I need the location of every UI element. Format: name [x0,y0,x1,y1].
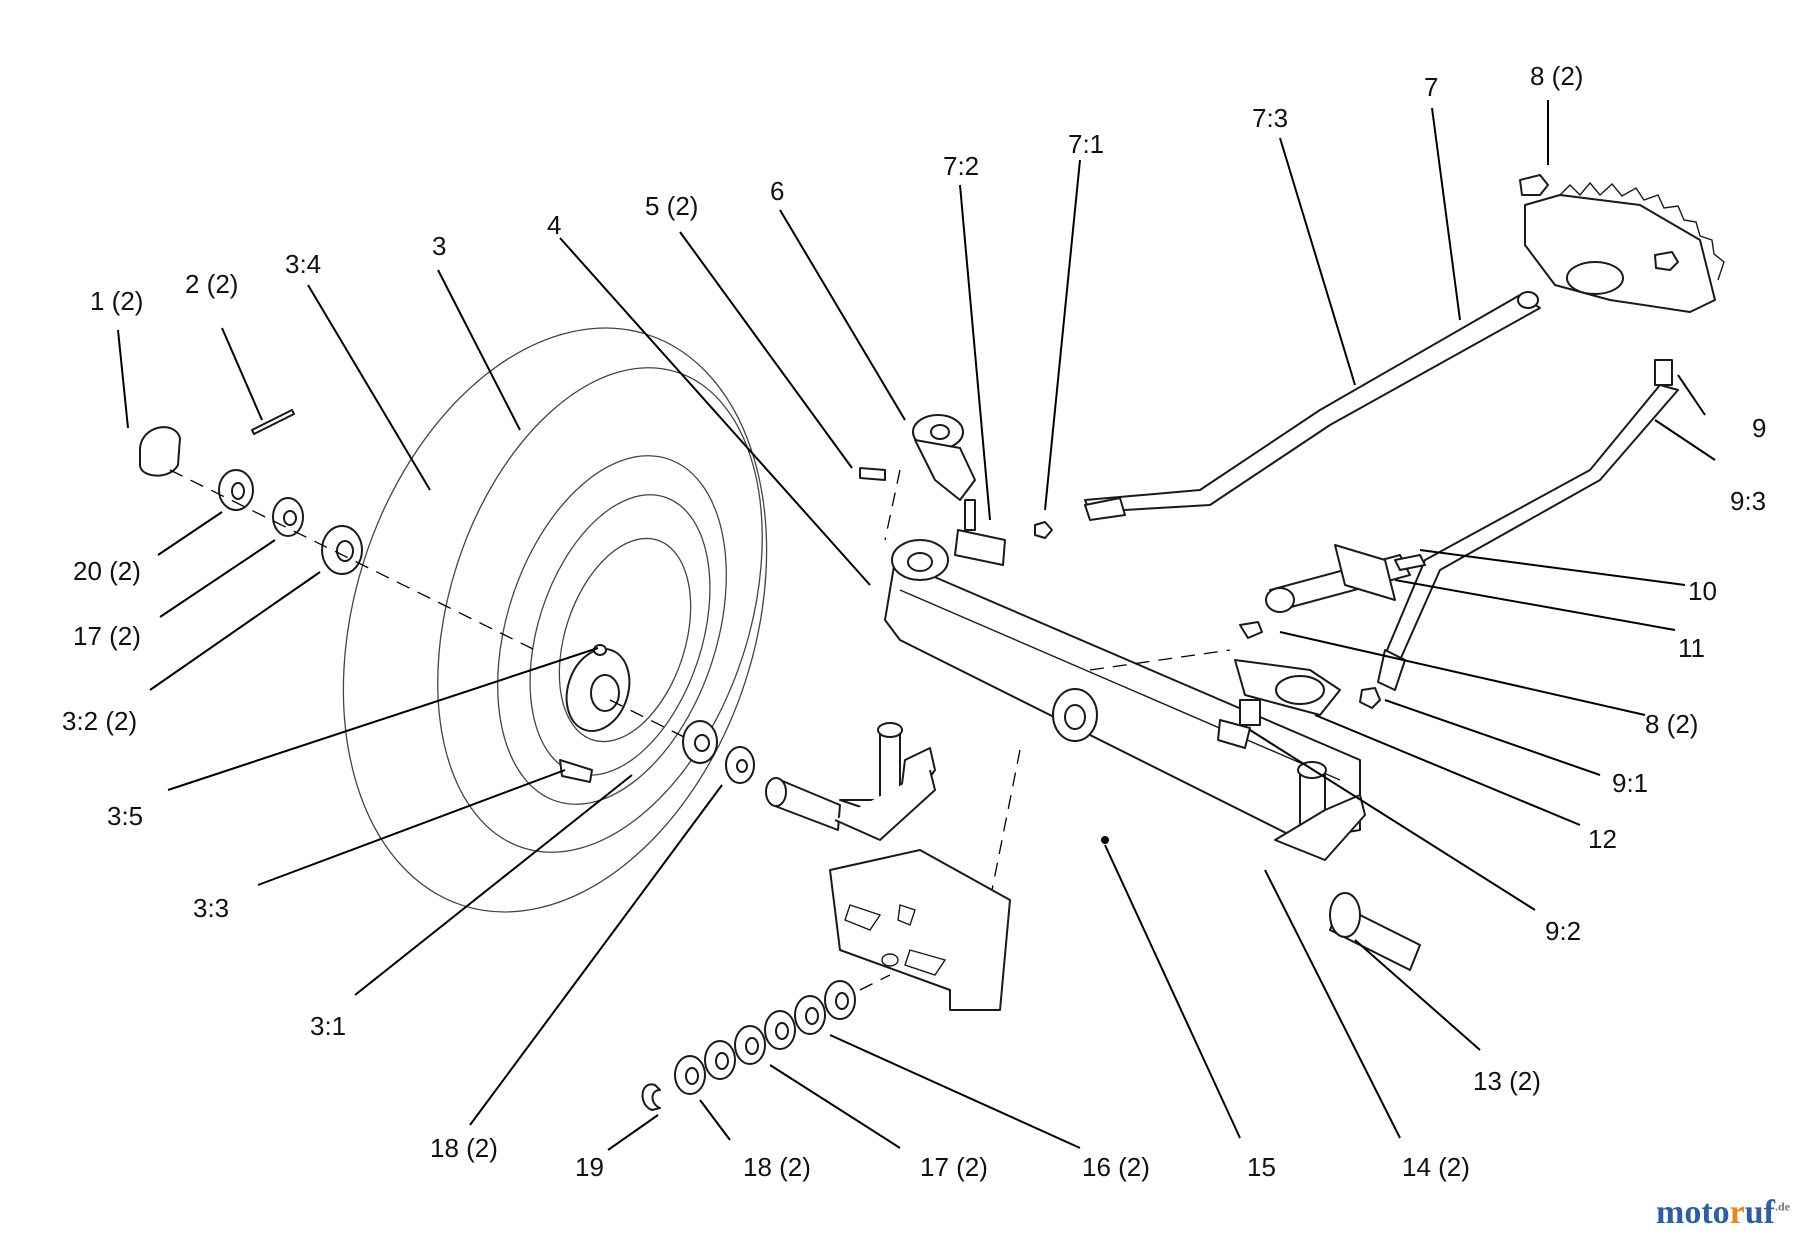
callout-12: 12 [1588,824,1617,854]
callout-18-bottom: 18 (2) [743,1152,811,1182]
callout-17-left: 17 (2) [73,621,141,651]
washer-20 [218,469,254,511]
pivot-bracket [1239,544,1426,639]
hub-cap [139,426,181,477]
spindle-left [765,722,936,841]
callout-13: 13 (2) [1473,1066,1541,1096]
wheel-assembly [342,327,768,913]
callout-8-top: 8 (2) [1530,61,1583,91]
callout-5: 5 (2) [645,191,698,221]
callout-7-2: 7:2 [943,151,979,181]
tie-rod-end [954,499,1053,566]
cotter-pin [251,409,295,435]
sector-gear [1519,174,1725,313]
callout-16: 16 (2) [1082,1152,1150,1182]
washer-17 [272,497,304,537]
callout-9: 9 [1752,413,1766,443]
callout-3-3: 3:3 [193,893,229,923]
front-axle [884,539,1361,844]
callout-1: 1 (2) [90,286,143,316]
callout-17-bottom: 17 (2) [920,1152,988,1182]
callout-15: 15 [1247,1152,1276,1182]
callout-7-3: 7:3 [1252,103,1288,133]
mount-plate [829,849,1011,1011]
watermark-part-2: r [1729,1194,1745,1231]
callout-6: 6 [770,176,784,206]
callout-11: 11 [1678,633,1705,663]
spindle-right [1274,761,1421,971]
callout-9-2: 9:2 [1545,916,1581,946]
washer-17b [725,746,755,784]
callout-3-2: 3:2 (2) [62,706,137,736]
callout-18-left: 18 (2) [430,1133,498,1163]
callout-3-5: 3:5 [107,801,143,831]
callout-4: 4 [547,210,561,240]
callout-14: 14 (2) [1402,1152,1470,1182]
bearing-3-2 [321,525,363,575]
callout-2: 2 (2) [185,269,238,299]
watermark-part-1: moto [1656,1194,1730,1231]
callout-7: 7 [1424,72,1438,102]
callout-3-4: 3:4 [285,249,321,279]
washer-stack [641,980,856,1111]
callout-9-3: 9:3 [1730,486,1766,516]
steering-arm [859,414,976,501]
watermark-part-4: .de [1775,1199,1790,1214]
spacer-18 [682,720,718,764]
watermark-logo: motoruf.de [1656,1194,1790,1232]
callout-3: 3 [432,231,446,261]
callout-labels: 1 (2) 2 (2) 3:4 3 4 5 (2) 6 7:2 7:1 7:3 … [62,61,1766,1182]
drag-link [1084,291,1541,521]
callout-10: 10 [1688,576,1717,606]
callout-19: 19 [575,1152,604,1182]
callout-20: 20 (2) [73,556,141,586]
spindle-arm [1217,659,1341,749]
callout-9-1: 9:1 [1612,768,1648,798]
callout-7-1: 7:1 [1068,129,1104,159]
callout-8-mid: 8 (2) [1645,709,1698,739]
leader-lines [117,100,1716,1151]
callout-3-1: 3:1 [310,1011,346,1041]
watermark-part-3: uf [1744,1194,1775,1231]
tie-rod [1359,359,1679,709]
